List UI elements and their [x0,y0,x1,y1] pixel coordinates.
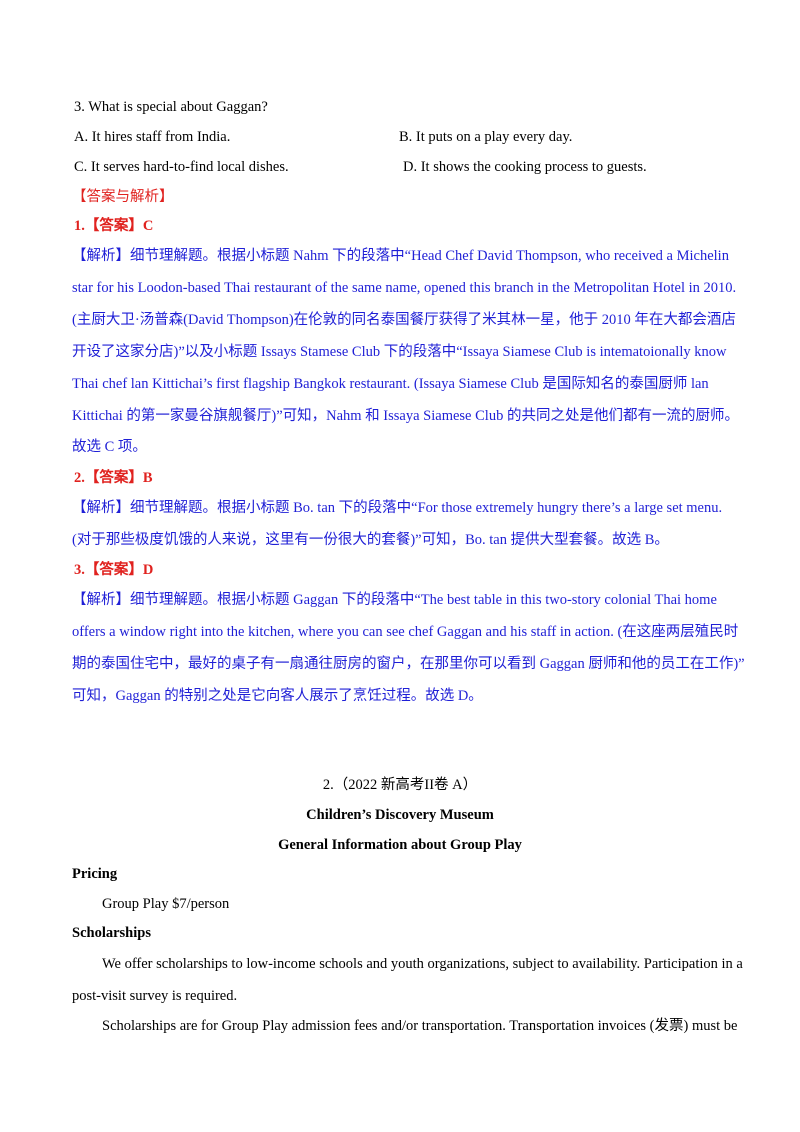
scholarships-heading: Scholarships [72,925,151,941]
scholarships-paragraph-1: We offer scholarships to low-income scho… [102,956,743,972]
answer-3-tag: 【答案】 [84,562,143,578]
answer-2-number: 2. [74,470,85,486]
passage-source: 2.（2022 新高考II卷 A） [322,777,478,793]
answer-2-heading: 2.【答案】B [74,468,153,488]
option-b: B. It puts on a play every day. [399,129,573,145]
question-3-stem: 3. What is special about Gaggan? [74,99,268,115]
answer-2-letter: B [142,470,153,486]
answer-1-heading: 1.【答案】C [74,216,153,236]
answer-1-line: 开设了这家分店)”以及小标题 Issays Stamese Club 下的段落中… [72,344,727,360]
option-d: D. It shows the cooking process to guest… [403,159,647,175]
answer-2-tag: 【答案】 [84,470,143,486]
answer-1-tag: 【答案】 [84,218,143,234]
answer-3-line: 【解析】细节理解题。根据小标题 Gaggan 下的段落中“The best ta… [72,592,717,608]
answer-3-line: 期的泰国住宅中，最好的桌子有一扇通往厨房的窗户，在那里你可以看到 Gaggan … [72,656,745,672]
passage-title: Children’s Discovery Museum [306,807,494,823]
answer-3-heading: 3.【答案】D [74,560,153,580]
answer-2-line: (对于那些极度饥饿的人来说，这里有一份很大的套餐)”可知，Bo. tan 提供大… [72,532,669,548]
scholarships-paragraph-1-cont: post-visit survey is required. [72,988,238,1004]
answer-2-line: 【解析】细节理解题。根据小标题 Bo. tan 下的段落中“For those … [72,500,723,516]
answer-1-line: 【解析】细节理解题。根据小标题 Nahm 下的段落中“Head Chef Dav… [72,248,729,264]
answer-1-line: 故选 C 项。 [72,439,147,455]
passage-subtitle: General Information about Group Play [278,837,522,853]
answer-1-line: (主厨大卫·汤普森(David Thompson)在伦敦的同名泰国餐厅获得了米其… [72,312,736,328]
answer-3-number: 3. [74,562,85,578]
answer-1-line: star for his Loodon-based Thai restauran… [72,280,737,296]
answer-3-line: 可知，Gaggan 的特别之处是它向客人展示了烹饪过程。故选 D。 [72,688,483,704]
option-c: C. It serves hard-to-find local dishes. [74,159,289,175]
pricing-text: Group Play $7/person [102,896,230,912]
answer-3-letter: D [142,562,154,578]
scholarships-paragraph-2: Scholarships are for Group Play admissio… [102,1018,738,1034]
answers-header: 【答案与解析】 [72,189,174,205]
answer-1-number: 1. [74,218,85,234]
answer-1-letter: C [142,218,154,234]
option-a: A. It hires staff from India. [74,129,231,145]
pricing-heading: Pricing [72,866,118,882]
answer-1-line: Kittichai 的第一家曼谷旗舰餐厅)”可知，Nahm 和 Issaya S… [72,408,739,424]
answer-3-line: offers a window right into the kitchen, … [72,624,739,640]
answer-1-line: Thai chef lan Kittichai’s first flagship… [72,376,709,392]
